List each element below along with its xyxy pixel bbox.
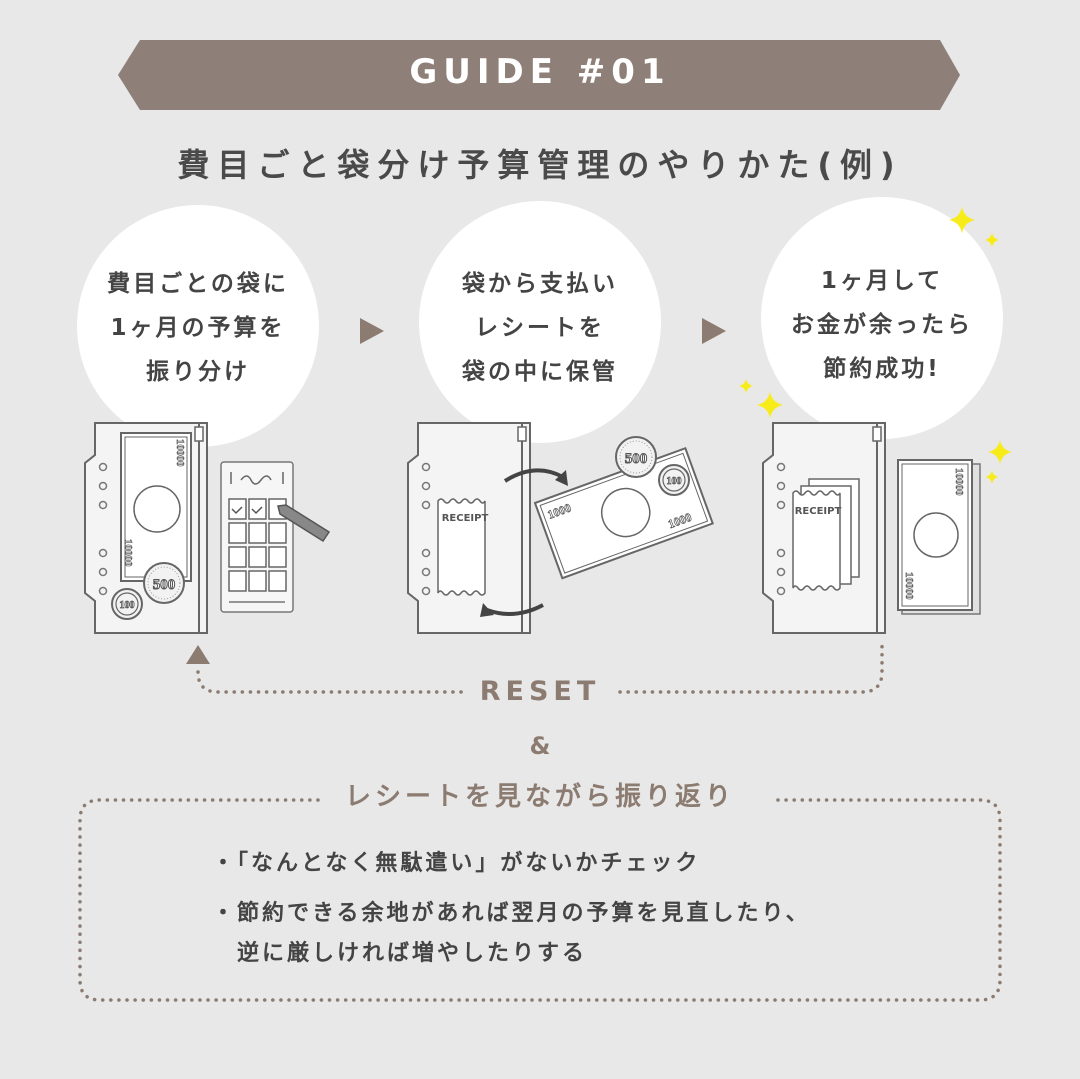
step-3-circle (761, 197, 1003, 439)
review-bullet: ・「なんとなく無駄遣い」がないかチェック (212, 851, 701, 876)
checklist-with-pencil-illustration (220, 461, 331, 613)
pouch-with-receipts-illustration (762, 422, 886, 634)
coin-100-label: 100 (120, 600, 135, 611)
step-2-circle (419, 201, 661, 443)
step-line: お金が余ったら (791, 312, 973, 338)
step-line: 袋の中に保管 (462, 359, 618, 385)
review-bullet: ・節約できる余地があれば翌月の予算を見直したり、 (212, 901, 811, 926)
receipt-label: RECEIPT (795, 506, 842, 517)
banner-shape (118, 40, 960, 110)
pouch-with-money-illustration: 10000 10000 500 100 (84, 422, 208, 634)
page-subtitle: 費目ごと袋分け予算管理のやりかた(例) (177, 146, 903, 184)
coin-500-label: 500 (625, 451, 648, 467)
step-line: 1ヶ月の予算を (110, 315, 286, 341)
review-title: レシートを見ながら振り返り (344, 782, 735, 812)
bill-denomination: 10000 (174, 439, 186, 467)
step-arrow-icon (360, 318, 384, 344)
coin-500: 500 (143, 562, 185, 604)
bill-denomination: 10000 (122, 539, 134, 567)
coin-100-label: 100 (667, 476, 682, 487)
step-1-text: 費目ごとの袋に 1ヶ月の予算を 振り分け (78, 262, 318, 394)
sparkle-icon (984, 232, 1000, 248)
step-arrow-icon (702, 318, 726, 344)
step-3-text: 1ヶ月して お金が余ったら 節約成功! (762, 259, 1002, 391)
sparkle-icon (988, 440, 1012, 464)
banner-title: GUIDE #01 (409, 52, 671, 92)
step-line: 袋から支払い (462, 271, 618, 297)
pouch-with-receipt-illustration (407, 422, 531, 634)
arrow-out-icon (503, 468, 564, 483)
coin-500-label: 500 (153, 577, 176, 593)
bill-denomination: 10000 (903, 572, 915, 600)
step-1-circle (77, 205, 319, 447)
sparkle-icon (756, 391, 784, 419)
up-arrow-icon (186, 645, 210, 664)
step-2-text: 袋から支払い レシートを 袋の中に保管 (420, 262, 660, 394)
bill-denomination: 10000 (953, 468, 965, 496)
review-bullet: 逆に厳しければ増やしたりする (212, 941, 588, 966)
step-line: 節約成功! (823, 356, 941, 382)
step-line: レシートを (475, 315, 605, 341)
sparkle-icon (738, 378, 754, 394)
coin-500: 500 (615, 436, 657, 478)
coin-100: 100 (111, 588, 143, 620)
review-box-border (78, 798, 1002, 1002)
reset-label: RESET (479, 676, 601, 707)
ampersand: & (529, 732, 551, 760)
coin-100: 100 (658, 464, 690, 496)
step-line: 1ヶ月して (820, 268, 944, 294)
receipt-label: RECEIPT (442, 513, 489, 524)
money-10000-illustration: 10000 10000 (897, 459, 981, 615)
sparkle-icon (985, 470, 999, 484)
step-line: 費目ごとの袋に (107, 271, 289, 297)
reset-loop-line (196, 643, 884, 694)
step-line: 振り分け (146, 359, 250, 385)
arrow-in-icon (486, 603, 544, 616)
